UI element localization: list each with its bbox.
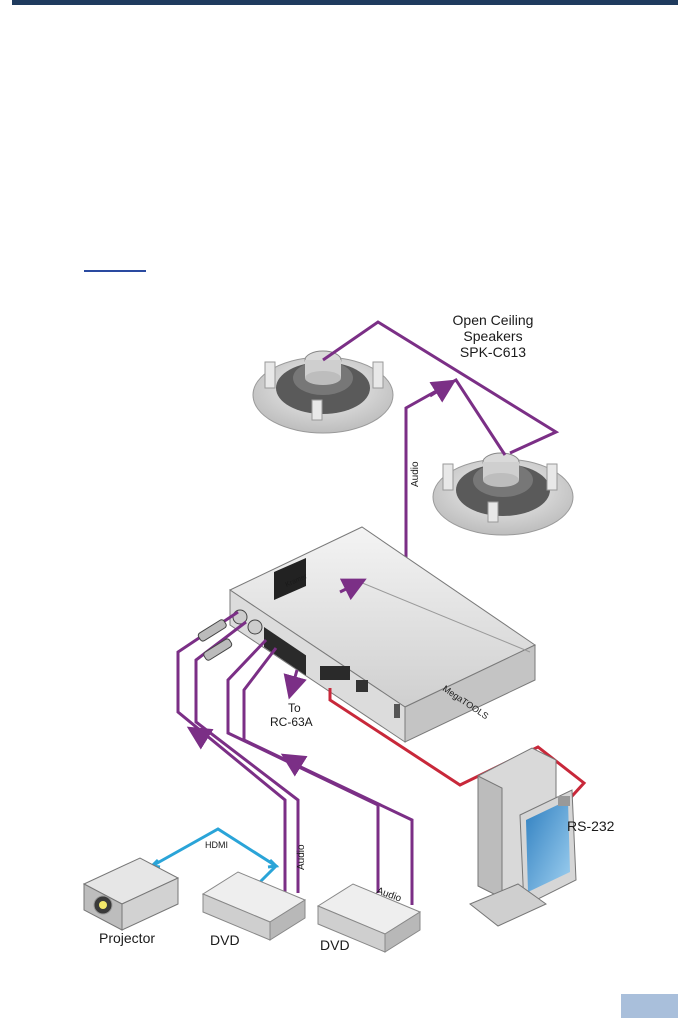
projector: [82, 857, 180, 931]
computer: [469, 747, 577, 927]
cross-reference-link[interactable]: [84, 254, 146, 272]
dvd1-label: DVD: [210, 932, 240, 948]
to-label-line2: RC-63A: [270, 715, 313, 729]
speakers-label-line1: Open Ceiling: [453, 312, 534, 328]
audio-amplifier-device: Kramer MegaTOOLS: [228, 526, 537, 743]
dvd2-label: DVD: [320, 937, 350, 953]
rca-plugs: [197, 619, 233, 661]
to-label-line1: To: [288, 701, 301, 715]
dvd-player-2: [316, 883, 422, 953]
projector-label: Projector: [99, 930, 155, 946]
speakers-label-line2: Speakers: [463, 328, 522, 344]
ceiling-speaker-2: [432, 452, 574, 536]
rs232-label: RS-232: [567, 818, 615, 834]
header-rule: [12, 0, 678, 5]
ceiling-speaker-1: [252, 350, 394, 434]
dvd1-audio-label: Audio: [296, 844, 307, 870]
speaker-audio-label: Audio: [410, 461, 421, 487]
hdmi-label: HDMI: [205, 840, 228, 850]
speakers-label-line3: SPK-C613: [460, 344, 526, 360]
dvd-player-1: [201, 871, 307, 941]
page-number-tab: [621, 994, 678, 1018]
